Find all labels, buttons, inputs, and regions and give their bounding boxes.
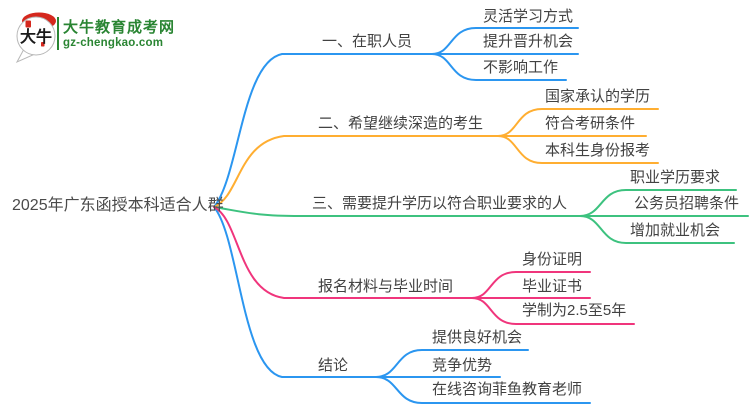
branch-2-child-3-label: 本科生身份报考 (545, 142, 651, 159)
branch-5-child-1-label: 提供良好机会 (432, 329, 523, 346)
branch-1-child-3-label: 不影响工作 (483, 59, 559, 76)
branch-3-child-3-label: 增加就业机会 (630, 222, 721, 239)
branch-4-label: 报名材料与毕业时间 (318, 278, 454, 295)
branch-1-child-1-label: 灵活学习方式 (483, 8, 574, 25)
branch-3-child-1-label: 职业学历要求 (630, 169, 721, 186)
branch-3-child-2-label: 公务员招聘条件 (634, 195, 740, 212)
branch-2-child-1-label: 国家承认的学历 (545, 88, 651, 105)
icon-characters: 大牛 (20, 27, 52, 46)
branch-2-child-2-label: 符合考研条件 (545, 115, 636, 132)
branch-4-child-3-label: 学制为2.5至5年 (522, 302, 627, 319)
logo-divider (57, 17, 59, 50)
branch-3-label: 三、需要提升学历以符合职业要求的人 (312, 195, 568, 212)
orange-branch-lines (213, 108, 659, 208)
branch-2-label: 二、希望继续深造的考生 (318, 115, 484, 132)
daniu-bull-icon: 大牛 (15, 12, 56, 64)
branch-5-child-2-label: 竞争优势 (432, 357, 493, 374)
branch-5-child-3-label: 在线咨询菲鱼教育老师 (432, 381, 583, 398)
green-branch-lines (213, 189, 749, 244)
branch-1-child-2-label: 提升晋升机会 (483, 33, 574, 50)
blue-branch-lines (213, 27, 591, 404)
site-logo: 大牛 大牛教育成考网 gz-chengkao.com (0, 0, 260, 70)
site-domain: gz-chengkao.com (63, 37, 164, 49)
root-node-label: 2025年广东函授本科适合人群 (12, 197, 224, 214)
site-name: 大牛教育成考网 (63, 19, 176, 36)
branch-4-child-2-label: 毕业证书 (522, 278, 583, 295)
branch-1-label: 一、在职人员 (322, 33, 413, 50)
branch-5-label: 结论 (318, 357, 349, 374)
branch-4-child-1-label: 身份证明 (522, 251, 583, 268)
pink-branch-lines (213, 206, 635, 325)
